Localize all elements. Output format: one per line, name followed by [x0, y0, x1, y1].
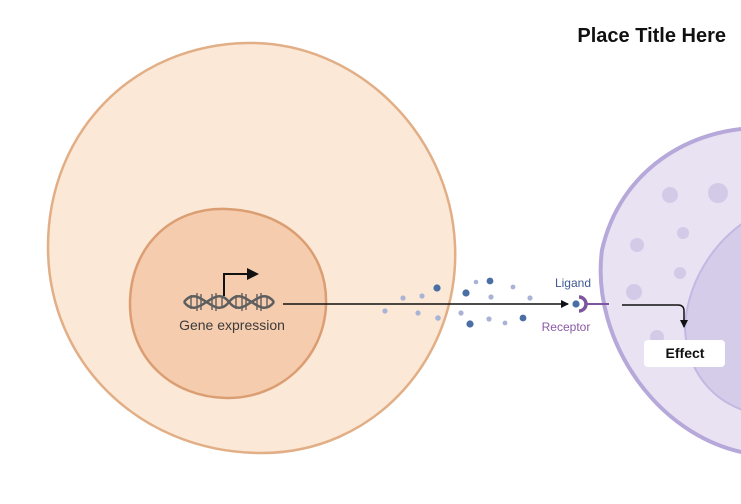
- transcription-start-arrow-icon: [223, 273, 249, 296]
- receptor-label: Receptor: [542, 320, 591, 334]
- ligand-particle: [458, 310, 464, 316]
- vesicle: [626, 284, 642, 300]
- ligand-particle: [527, 295, 533, 301]
- ligand-particle: [466, 320, 474, 328]
- effect-label: Effect: [666, 345, 705, 361]
- ligand-label: Ligand: [555, 276, 591, 290]
- effect-arrow: [622, 304, 688, 328]
- ligand-particles: [382, 277, 533, 328]
- target-cell: [598, 127, 741, 454]
- ligand-particle: [462, 289, 470, 297]
- transcription-arrowhead-icon: [247, 268, 259, 280]
- ligand-particle: [473, 279, 479, 285]
- gene-expression-label: Gene expression: [179, 317, 285, 333]
- dna-icon: [183, 293, 275, 311]
- ligand-particle: [415, 310, 421, 316]
- effect-box: [644, 340, 725, 367]
- receptor: [572, 295, 609, 313]
- receptor-cup: [578, 295, 588, 313]
- ligand-particle: [435, 315, 441, 321]
- bound-ligand: [572, 300, 580, 308]
- ligand-particle: [488, 294, 494, 300]
- vesicle: [677, 227, 689, 239]
- sender-cell: [46, 41, 457, 455]
- ligand-particle: [502, 320, 508, 326]
- vesicle: [662, 187, 678, 203]
- ligand-particle: [400, 295, 406, 301]
- ligand-particle: [519, 314, 527, 322]
- ligand-particle: [510, 284, 516, 290]
- target-cell-vesicles: [626, 183, 728, 344]
- vesicle: [708, 183, 728, 203]
- ligand-particle: [382, 308, 388, 314]
- ligand-particle: [433, 284, 441, 292]
- ligand-particle: [486, 277, 494, 285]
- page-title: Place Title Here: [577, 25, 726, 47]
- ligand-particle: [486, 316, 492, 322]
- ligand-particle: [419, 293, 425, 299]
- vesicle: [674, 267, 686, 279]
- vesicle: [630, 238, 644, 252]
